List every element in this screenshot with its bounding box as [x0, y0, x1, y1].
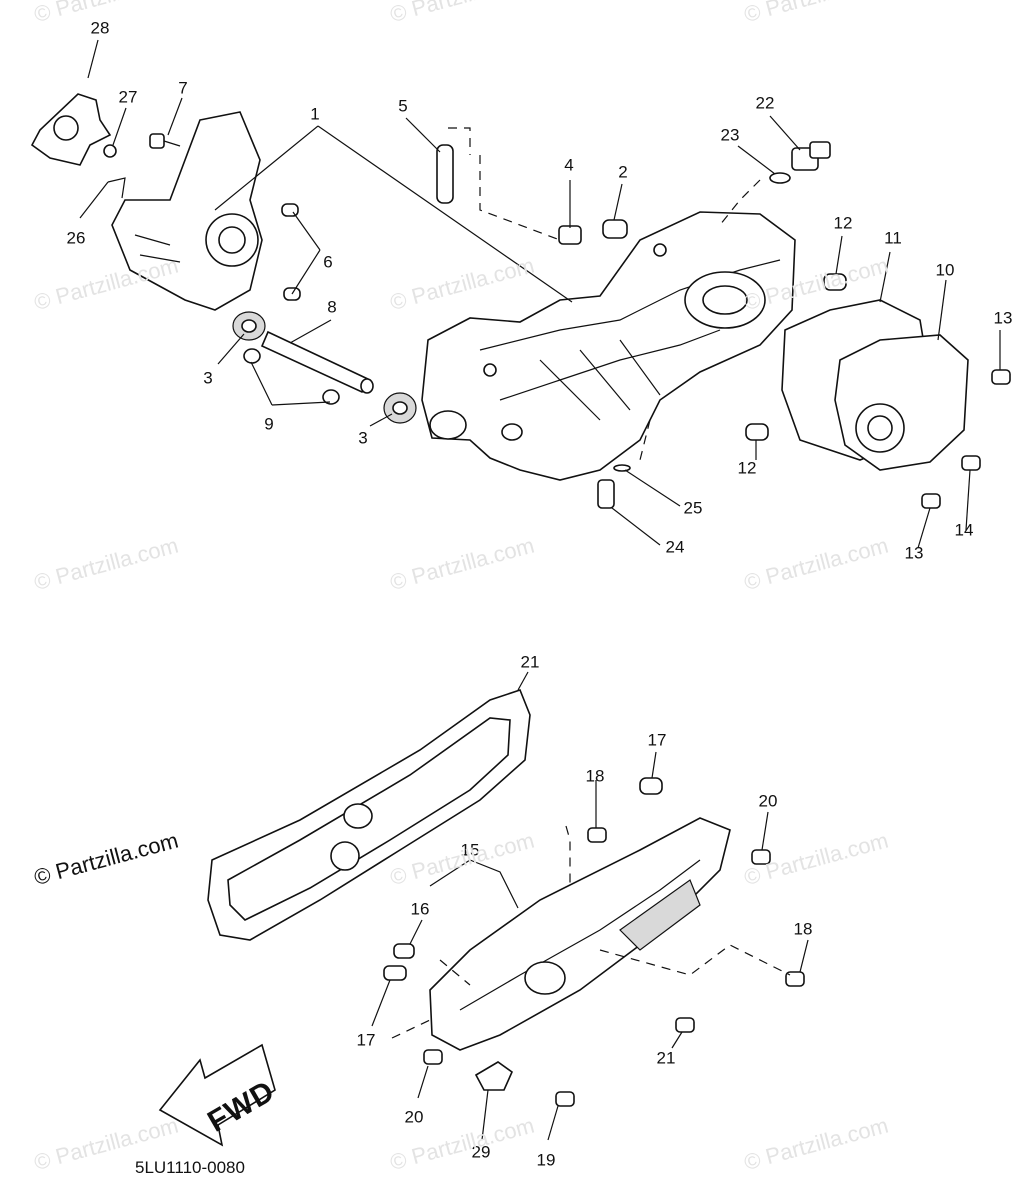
- leader-lines-upper: [79, 39, 1001, 549]
- callout-label: 23: [720, 125, 740, 145]
- callout-label: 26: [66, 228, 86, 248]
- callout-label: 20: [404, 1107, 424, 1127]
- callout-label: 14: [954, 520, 974, 540]
- callout-label: 21: [520, 652, 540, 672]
- callout-label: 5: [398, 96, 408, 116]
- callout-label: 13: [904, 543, 924, 563]
- crankcase-assembly: [30, 93, 1011, 509]
- callout-label: 16: [410, 899, 430, 919]
- callout-label: 3: [358, 428, 368, 448]
- callout-label: 12: [833, 213, 853, 233]
- callout-label: 8: [327, 297, 337, 317]
- callout-label: 7: [178, 78, 188, 98]
- callout-label: 6: [323, 252, 333, 272]
- callout-label: 19: [536, 1150, 556, 1170]
- callout-label: 13: [993, 308, 1013, 328]
- callout-label: 22: [755, 93, 775, 113]
- callout-label: 25: [683, 498, 703, 518]
- callout-label: 9: [264, 414, 274, 434]
- callout-label: 18: [585, 766, 605, 786]
- callout-label: 17: [356, 1030, 376, 1050]
- callout-label: 11: [884, 228, 902, 248]
- callout-label: 20: [758, 791, 778, 811]
- callout-label: 29: [471, 1142, 491, 1162]
- callout-label: 28: [90, 18, 110, 38]
- callout-label: 10: [935, 260, 955, 280]
- crankcase-cover-assembly: [158, 689, 805, 1147]
- callout-label: 2: [618, 162, 628, 182]
- leader-lines-lower: [371, 671, 809, 1141]
- callout-label: 4: [564, 155, 574, 175]
- callout-label: 18: [793, 919, 813, 939]
- fwd-arrow-icon: [158, 1043, 276, 1147]
- callout-label: 21: [656, 1048, 676, 1068]
- callout-label: 15: [460, 840, 480, 860]
- callout-label: 12: [737, 458, 757, 478]
- callout-label: 24: [665, 537, 685, 557]
- callout-label: 3: [203, 368, 213, 388]
- callout-label: 1: [310, 104, 320, 124]
- callout-label: 27: [118, 87, 138, 107]
- callout-label: 17: [647, 730, 667, 750]
- drawing-code: 5LU1110-0080: [135, 1158, 245, 1177]
